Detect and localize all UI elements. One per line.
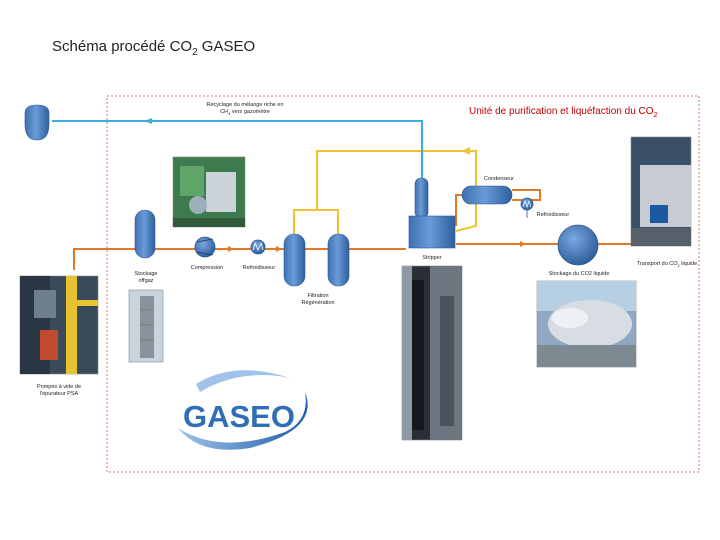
recycle-label-line2: CH4 vers gazomètre [220, 109, 270, 117]
label-stockage-offgaz-line2: offgaz [138, 278, 154, 285]
label-refroidisseur-1: Refroidisseur [242, 265, 276, 271]
arrow-compression [228, 246, 234, 252]
heat-exchanger-icon [250, 239, 266, 255]
photo-compression [172, 156, 246, 228]
label-stockage-offgaz-line1: Stockage [134, 271, 158, 277]
gaseo-logo: GASEO [178, 370, 308, 450]
photo-pumps [19, 275, 99, 375]
offgaz-storage-vessel [134, 209, 156, 259]
label-pompes-line1: Pompes à vide de [36, 384, 82, 390]
filtration-vessels [283, 233, 350, 287]
label-pompes: Pompes à vide de l'épurateur PSA [24, 384, 94, 399]
gasometer-icon [24, 104, 50, 141]
condenser [461, 185, 513, 205]
label-condenseur: Condenseur [484, 176, 514, 182]
flow-arrows [228, 241, 526, 252]
arrow-reflux [462, 147, 470, 155]
label-pompes-line2: l'épurateur PSA [39, 391, 79, 398]
photo-stripper [401, 265, 463, 441]
recycle-label-line1: Recyclage du mélange riche en [206, 102, 284, 108]
label-compression: Compression [190, 265, 224, 271]
label-stockage-co2: Stockage du CO2 liquide [548, 271, 610, 277]
label-filtration-line1: Filtration [307, 293, 329, 299]
co2-storage-sphere [557, 224, 599, 266]
unit-title: Unité de purification et liquéfaction du… [469, 106, 658, 119]
label-filtration-line2: Régénération [301, 300, 335, 307]
label-stockage-offgaz: Stockage offgaz [122, 271, 170, 286]
stripper-column [408, 177, 456, 249]
unit-boundary [106, 95, 700, 473]
photo-transport [630, 136, 692, 247]
label-refroidisseur-2: Refroidisseur [536, 212, 570, 218]
label-filtration: Filtration Régénération [290, 293, 346, 308]
arrow-filtration [276, 246, 282, 252]
heat-exchanger-icon [520, 197, 534, 218]
arrow-storage [520, 241, 526, 247]
label-transport: Transport du CO2 liquide [636, 261, 698, 269]
photo-offgaz-tower [128, 289, 164, 363]
recycle-label: Recyclage du mélange riche en CH4 vers g… [190, 102, 300, 117]
gas-lines [73, 189, 632, 270]
logo-text: GASEO [183, 399, 295, 434]
photo-co2-tank [536, 280, 637, 368]
compressor-icon [194, 236, 216, 258]
label-stripper: Stripper [422, 255, 442, 261]
gas-line-to-condenser [455, 194, 462, 226]
page-title: Schéma procédé CO2 GASEO [52, 38, 256, 58]
arrow-recycle [144, 118, 152, 124]
reflux-line [293, 150, 477, 236]
